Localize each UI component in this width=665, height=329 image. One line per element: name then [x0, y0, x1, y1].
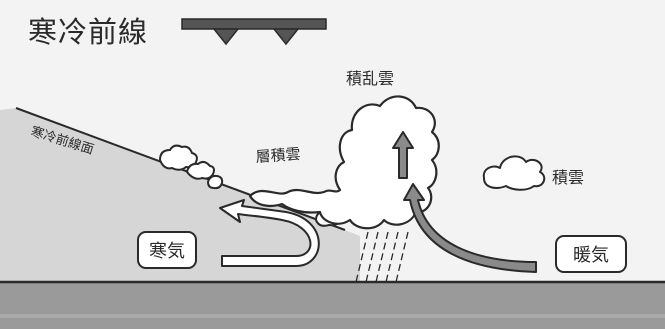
warm-air-label: 暖気	[573, 245, 609, 266]
stratocumulus-label: 層積雲	[255, 145, 301, 166]
cold-air-box: 寒気	[137, 231, 197, 269]
cloud-puff	[185, 160, 215, 180]
title: 寒冷前線	[28, 15, 148, 49]
rain-lines	[355, 231, 409, 283]
cumulonimbus-label: 積乱雲	[346, 69, 394, 88]
cold-air-arrow	[219, 199, 320, 267]
cumulus-cloud	[482, 155, 546, 191]
front-triangle	[272, 28, 300, 46]
warm-air-arrow	[403, 183, 537, 273]
cloud-puff	[158, 144, 198, 171]
cold-air-label: 寒気	[149, 241, 185, 262]
cumulus-label: 積雲	[552, 168, 584, 187]
cumulonimbus-cloud	[248, 95, 440, 230]
cloud-puff	[206, 174, 224, 190]
ground-stripe	[0, 314, 665, 318]
cold-air-region	[0, 108, 360, 283]
front-triangle	[212, 28, 240, 46]
ground	[0, 282, 665, 329]
warm-air-box: 暖気	[555, 235, 627, 273]
cold-front-symbol	[181, 18, 327, 46]
updraft-arrow	[392, 131, 414, 179]
